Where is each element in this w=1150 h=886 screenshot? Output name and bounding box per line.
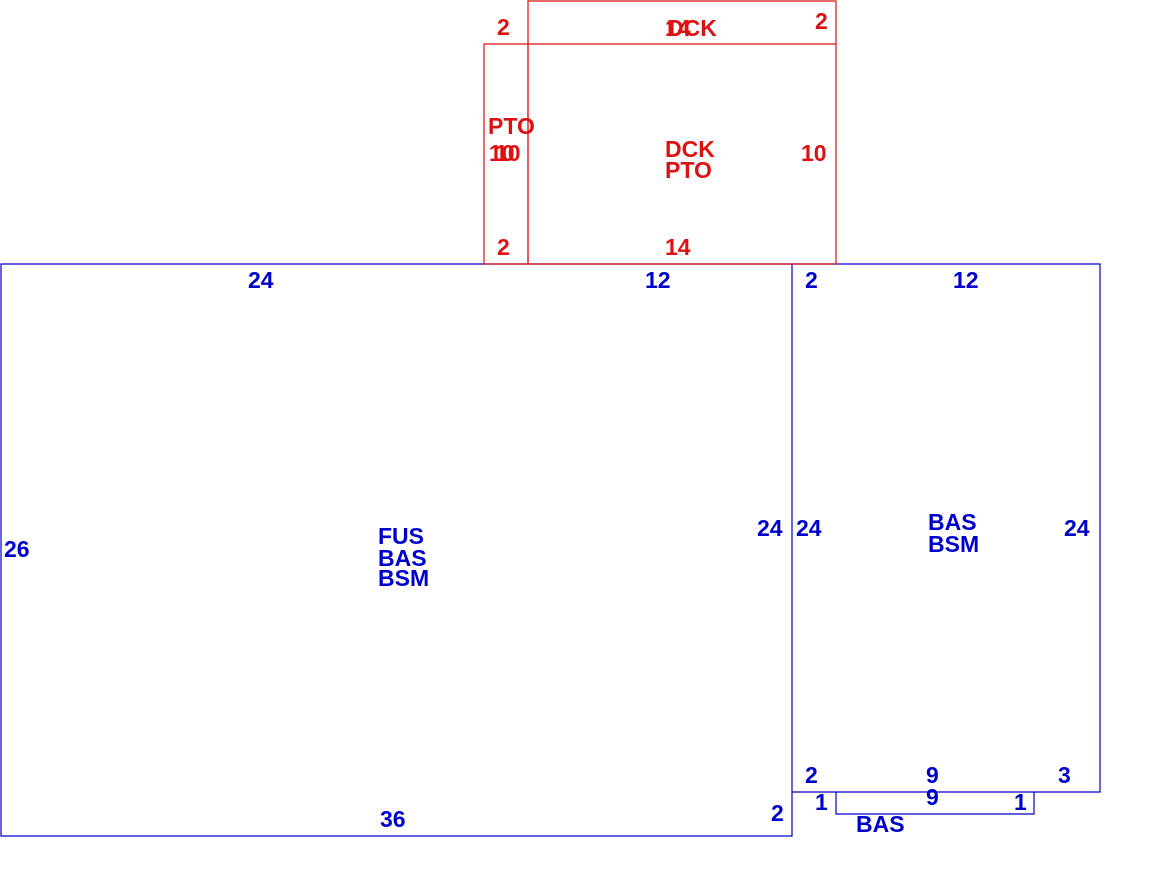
patio-code: PTO — [488, 113, 535, 139]
upper-deck-outline — [527, 0, 837, 44]
main-area-code-3: BSM — [378, 565, 429, 591]
main-area-code-2: BAS — [378, 545, 427, 571]
side-dim-left: 24 — [796, 515, 822, 541]
side-area-code-2: BSM — [928, 531, 979, 557]
upper-deck-code: DCK — [667, 15, 717, 41]
side-dim-right: 24 — [1064, 515, 1090, 541]
main-dim-top-right: 12 — [645, 267, 671, 293]
deck-code-2: PTO — [665, 157, 712, 183]
upper-deck-dim-right: 2 — [815, 8, 828, 34]
bay-dim-top: 9 — [926, 784, 939, 810]
side-dim-top: 12 — [953, 267, 979, 293]
side-dim-top-step: 2 — [805, 267, 818, 293]
bay-dim-left: 1 — [815, 789, 828, 815]
main-dim-bottom: 36 — [380, 806, 406, 832]
main-dim-right: 24 — [757, 515, 783, 541]
main-dim-left: 26 — [4, 536, 30, 562]
main-dim-bottom-step: 2 — [771, 800, 784, 826]
patio-dim-left: 10 — [489, 140, 515, 166]
bay-area-code: BAS — [856, 811, 905, 837]
deck-dim-right: 10 — [801, 140, 827, 166]
main-dim-top-left: 24 — [248, 267, 274, 293]
bay-area-outline — [835, 792, 1035, 815]
patio-dim-bottom: 2 — [497, 234, 510, 260]
side-dim-bottom-left: 2 — [805, 762, 818, 788]
side-dim-bottom-right: 3 — [1058, 762, 1071, 788]
upper-deck-dim-top: 14 — [665, 15, 691, 41]
side-area-code-1: BAS — [928, 509, 977, 535]
deck-outline — [527, 43, 837, 265]
bay-dim-right: 1 — [1014, 789, 1027, 815]
side-dim-bottom-mid: 9 — [926, 762, 939, 788]
deck-dim-top: 14 — [665, 15, 691, 41]
patio-dim-top: 2 — [497, 14, 510, 40]
deck-dim-bottom: 14 — [665, 234, 691, 260]
deck-code-1: DCK — [665, 136, 715, 162]
main-area-code-1: FUS — [378, 523, 424, 549]
side-area-outline — [792, 263, 1101, 793]
patio-dim-right: 10 — [495, 140, 521, 166]
